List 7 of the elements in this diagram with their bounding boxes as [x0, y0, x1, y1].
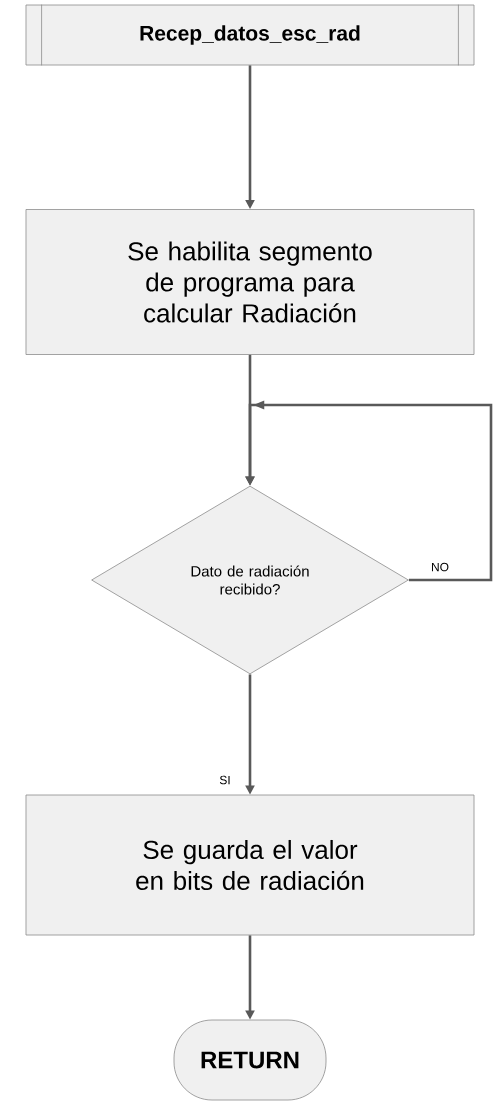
- arrow: [245, 400, 493, 582]
- subroutine-box: Recep_datos_esc_rad: [25, 4, 475, 66]
- edge-label: NO: [430, 561, 450, 573]
- terminal-box: RETURN: [173, 1019, 327, 1101]
- process-box: Se habilita segmento de programa para calcular Radiación: [25, 209, 475, 355]
- process-box: Se guarda el valor en bits de radiación: [25, 794, 475, 936]
- edge-label: SI: [218, 774, 232, 786]
